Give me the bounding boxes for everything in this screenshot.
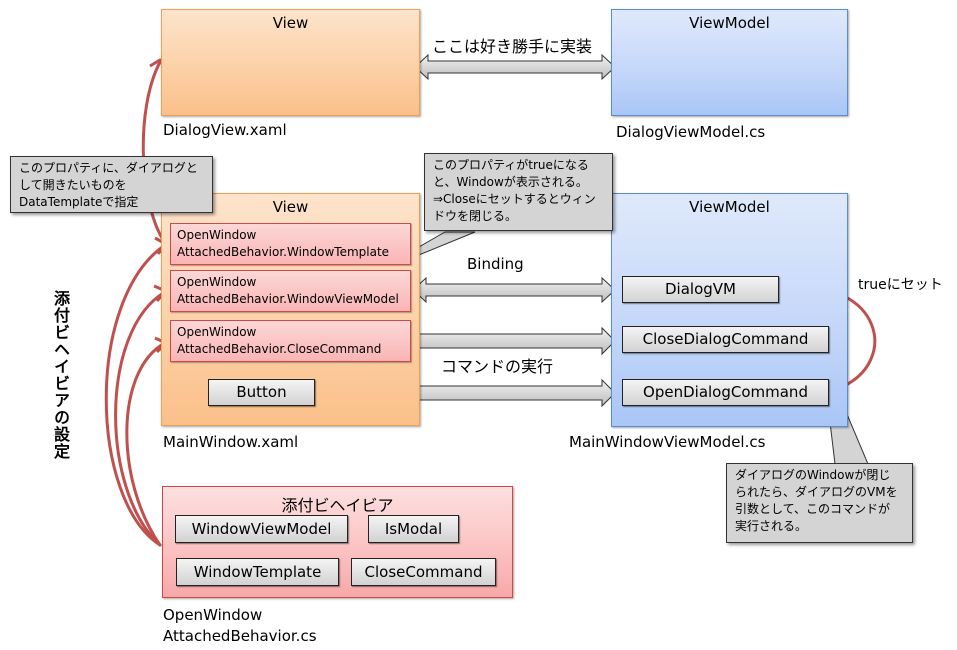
callout-line: して開きたいものを [19,178,127,192]
dialog-link-label: ここは好き勝手に実装 [432,37,593,56]
curve-to-window-viewmodel [114,290,167,547]
binding-label: Binding [467,255,524,273]
property-close-command: OpenWindow AttachedBehavior.CloseCommand [170,320,411,362]
main-view-title: View [272,198,309,216]
attached-behavior-file-line2: AttachedBehavior.cs [163,627,317,645]
property-line2: AttachedBehavior.CloseCommand [177,342,382,356]
command-label: コマンドの実行 [441,357,554,376]
behavior-item-window-template: WindowTemplate [176,558,339,586]
callout-line: ダイアログのWindowが閉じ [735,468,891,482]
property-line1: OpenWindow [177,325,257,339]
callout-line: られたら、ダイアログのVMを [735,485,898,499]
dialog-view-title: View [272,14,309,32]
callout-line: このプロパティに、ダイアログと [19,161,198,175]
member-dialogvm: DialogVM [622,276,779,303]
callout-line: 引数として、このコマンドが [735,502,891,516]
dialog-view-file-label: DialogView.xaml [163,121,287,139]
callout-window-viewmodel: このプロパティがtrueになる と、Windowが表示される。 ⇒Closeにセ… [424,153,613,231]
property-line2: AttachedBehavior.WindowViewModel [177,292,399,306]
behavior-item-is-modal: IsModal [368,515,459,543]
dialog-viewmodel-file-label: DialogViewModel.cs [616,123,766,141]
behavior-item-window-viewmodel: WindowViewModel [175,515,348,543]
callout-line: と、Windowが表示される。 [433,175,588,189]
callout-close-command: ダイアログのWindowが閉じ られたら、ダイアログのVMを 引数として、このコ… [726,463,913,543]
property-line1: OpenWindow [177,275,257,289]
command-arrow [418,326,616,356]
dialog-double-arrow [414,53,616,81]
set-true-label: trueにセット [858,277,943,293]
member-open-dialog-command: OpenDialogCommand [622,379,829,406]
callout-window-template: このプロパティに、ダイアログと して開きたいものを DataTemplateで指… [10,156,213,213]
binding-double-arrow [412,276,616,304]
main-viewmodel-title: ViewModel [689,198,770,216]
dialog-view-box: View [161,9,420,116]
callout-line: ドウを閉じる。 [433,209,518,223]
behavior-item-close-command: CloseCommand [351,558,496,586]
main-view-file-label: MainWindow.xaml [163,433,299,451]
main-viewmodel-file-label: MainWindowViewModel.cs [569,433,766,451]
button-element: Button [208,379,315,406]
property-line1: OpenWindow [177,228,257,242]
attached-behavior-title: 添付ビヘイビア [281,496,394,515]
dialog-viewmodel-box: ViewModel [611,9,848,116]
curve-to-close-command [125,341,167,547]
dialog-viewmodel-title: ViewModel [689,14,770,32]
callout-line: このプロパティがtrueになる [433,158,589,172]
member-close-dialog-command: CloseDialogCommand [622,326,829,353]
curve-to-window-template [104,243,167,547]
property-window-template: OpenWindow AttachedBehavior.WindowTempla… [170,223,411,265]
attached-behavior-file-line1: OpenWindow [163,606,263,624]
callout-line: ⇒Closeにセットするとウィン [433,192,596,206]
callout-line: 実行される。 [735,519,808,533]
property-window-viewmodel: OpenWindow AttachedBehavior.WindowViewMo… [170,270,411,312]
vertical-label: 添付ビヘイビアの設定 [51,290,70,460]
property-line2: AttachedBehavior.WindowTemplate [177,245,390,259]
callout-line: DataTemplateで指定 [19,195,139,209]
